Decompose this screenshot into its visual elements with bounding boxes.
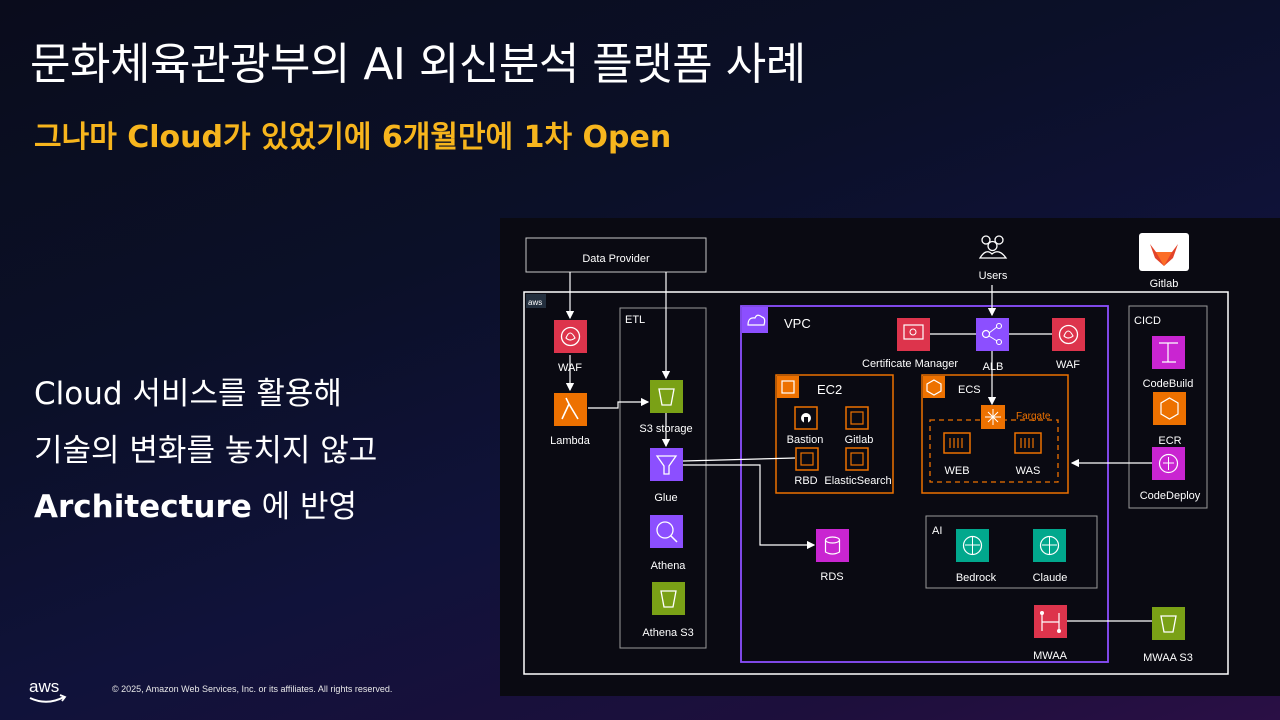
alb-icon: [976, 318, 1009, 351]
glue-label: Glue: [654, 492, 677, 504]
ai-group-label: AI: [932, 525, 942, 537]
mwaa-s3-icon: [1152, 607, 1185, 640]
elasticsearch-label: ElasticSearch: [824, 475, 891, 487]
gitlab-ec2-label: Gitlab: [845, 434, 874, 446]
elasticsearch-icon: [845, 447, 869, 471]
copyright-footer: © 2025, Amazon Web Services, Inc. or its…: [112, 684, 393, 694]
body-line-3-rest: 에 반영: [251, 489, 358, 525]
claude-label: Claude: [1033, 572, 1068, 584]
aws-cloud-group: [523, 291, 1229, 675]
fargate-label: Fargate: [1016, 411, 1051, 422]
waf-right-label: WAF: [1056, 359, 1080, 371]
s3-storage-label: S3 storage: [639, 423, 692, 435]
athena-s3-icon: [652, 582, 685, 615]
was-container-icon: [1014, 432, 1042, 454]
was-label: WAS: [1016, 465, 1041, 477]
s3-storage-icon: [650, 380, 683, 413]
ecs-group: [921, 374, 1069, 494]
bedrock-label: Bedrock: [956, 572, 997, 584]
cicd-group-label: CICD: [1134, 315, 1161, 327]
ai-group: [925, 515, 1098, 589]
athena-label: Athena: [651, 560, 687, 572]
rbd-label: RBD: [794, 475, 817, 487]
aws-logo-text: aws: [29, 677, 59, 696]
users-label: Users: [979, 270, 1008, 282]
mwaa-label: MWAA: [1033, 650, 1067, 662]
architecture-diagram-panel: [500, 218, 1280, 696]
bastion-label: Bastion: [787, 434, 824, 446]
alb-label: ALB: [983, 361, 1004, 373]
lambda-label: Lambda: [550, 435, 591, 447]
data-provider-label: Data Provider: [582, 253, 650, 265]
ec2-group-label: EC2: [817, 382, 842, 397]
rds-label: RDS: [820, 571, 843, 583]
vpc-group: [740, 305, 1109, 663]
aws-cloud-tag: aws: [528, 298, 542, 307]
ecr-label: ECR: [1158, 435, 1181, 447]
body-line-2: 기술의 변화를 놓치지 않고: [34, 433, 378, 469]
ecr-icon: [1153, 392, 1186, 425]
waf-right-icon: [1052, 318, 1085, 351]
waf-left-icon: [554, 320, 587, 353]
body-line-3: Architecture 에 반영: [34, 481, 357, 526]
gitlab-ec2-icon: [845, 406, 869, 430]
rds-icon: [816, 529, 849, 562]
users-icon: [978, 235, 1008, 259]
etl-group-label: ETL: [625, 314, 645, 326]
vpc-group-label: VPC: [784, 316, 811, 331]
certificate-manager-label: Certificate Manager: [862, 358, 958, 370]
bastion-icon: [794, 406, 818, 430]
codedeploy-label: CodeDeploy: [1140, 490, 1201, 502]
architecture-diagram: aws Data Provider Users Gitlab ETL VPC E…: [523, 233, 1229, 675]
etl-group: [619, 307, 707, 649]
glue-icon: [650, 448, 683, 481]
connectors: [565, 272, 1152, 622]
rbd-icon: [795, 447, 819, 471]
gitlab-label: Gitlab: [1150, 278, 1179, 290]
codebuild-label: CodeBuild: [1143, 378, 1194, 390]
body-line-1: Cloud 서비스를 활용해: [34, 376, 342, 412]
data-provider-box: [525, 237, 707, 273]
slide-subtitle: 그나마 Cloud가 있었기에 6개월만에 1차 Open: [34, 120, 672, 155]
web-label: WEB: [944, 465, 969, 477]
ec2-group: [775, 374, 894, 494]
lambda-icon: [554, 393, 587, 426]
body-line-3-bold: Architecture: [34, 489, 252, 525]
aws-logo: aws: [29, 677, 67, 703]
ecs-group-label: ECS: [958, 384, 981, 396]
mwaa-s3-label: MWAA S3: [1143, 652, 1193, 664]
waf-left-label: WAF: [558, 362, 582, 374]
slide-title: 문화체육관광부의 AI 외신분석 플랫폼 사례: [30, 39, 806, 90]
ec2-group-icon: [777, 376, 799, 398]
vpc-icon: [742, 307, 768, 333]
cicd-group: [1128, 305, 1208, 509]
aws-cloud-badge: [526, 294, 546, 308]
athena-s3-label: Athena S3: [642, 627, 693, 639]
web-container-icon: [943, 432, 971, 454]
athena-icon: [650, 515, 683, 548]
